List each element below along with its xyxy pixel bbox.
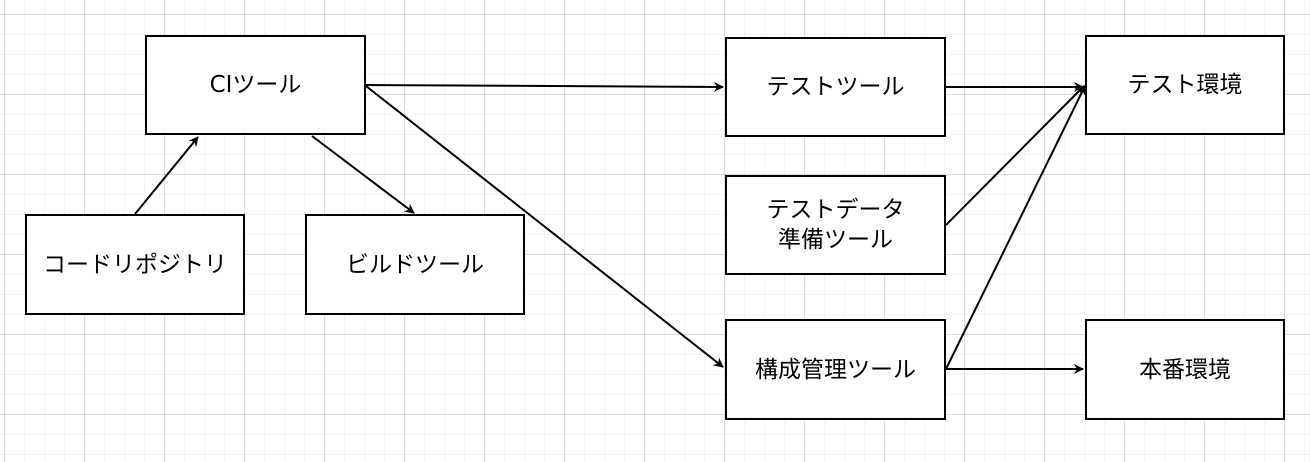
node-label: テストツール [766,74,905,100]
node-test-tool[interactable]: テストツール [725,37,946,137]
node-build-tool[interactable]: ビルドツール [305,214,525,315]
edge-ci-to-build[interactable] [311,135,415,214]
node-label: CIツール [209,72,302,98]
edge-repo-to-ci[interactable] [134,136,199,215]
node-code-repository[interactable]: コードリポジトリ [25,214,245,315]
node-test-data-prep-tool[interactable]: テストデータ 準備ツール [725,175,946,275]
node-label: テスト環境 [1127,72,1243,98]
node-ci-tool[interactable]: CIツール [145,35,366,135]
edge-ci-to-config[interactable] [365,85,724,368]
node-label: コードリポジトリ [43,251,227,278]
node-test-environment[interactable]: テスト環境 [1085,35,1285,135]
node-config-management-tool[interactable]: 構成管理ツール [725,319,946,420]
edge-config-to-test-env[interactable] [945,85,1086,370]
edge-ci-to-test-tool[interactable] [365,81,724,92]
edge-test-data-to-test-env[interactable] [945,85,1085,226]
node-label: 構成管理ツール [755,356,916,383]
node-label: 本番環境 [1139,356,1231,383]
node-production-environment[interactable]: 本番環境 [1085,319,1285,420]
node-label: テストデータ 準備ツール [766,197,905,253]
node-label: ビルドツール [346,251,484,278]
